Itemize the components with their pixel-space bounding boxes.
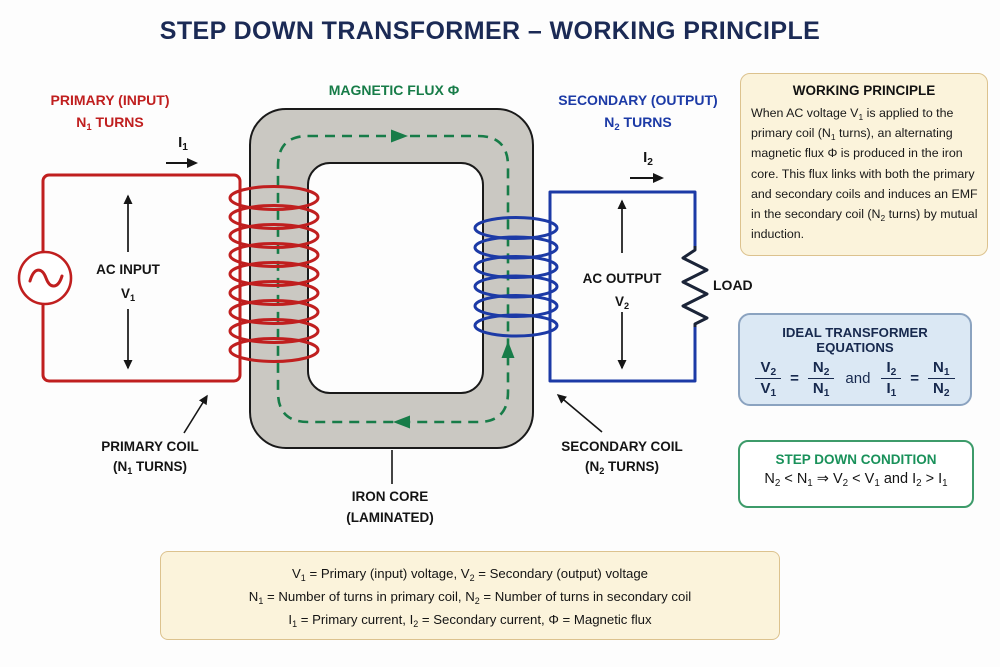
iron-core-label: IRON CORE bbox=[351, 489, 429, 504]
fraction-i2-i1: I2 I1 bbox=[881, 359, 902, 399]
equations-title: IDEAL TRANSFORMER EQUATIONS bbox=[782, 325, 928, 355]
step-down-condition-text: N2 < N1 ⇒ V2 < V1 and I2 > I1 bbox=[764, 471, 948, 489]
equations-row: V2 V1 = N2 N1 and I2 I1 = N1 N2 bbox=[740, 359, 970, 399]
secondary-coil-winding bbox=[473, 216, 559, 338]
flux-arrow-left-icon bbox=[393, 415, 410, 429]
legend-line-turns: N1 = Number of turns in primary coil, N2… bbox=[248, 589, 692, 606]
i1-label: I1 bbox=[178, 134, 188, 154]
primary-coil-label: PRIMARY COIL bbox=[101, 439, 199, 454]
and-word: and bbox=[845, 370, 871, 388]
legend-line-currents: I1 = Primary current, I2 = Secondary cur… bbox=[288, 612, 652, 629]
primary-turns-label: N1 TURNS bbox=[76, 114, 144, 133]
fraction-v2-v1: V2 V1 bbox=[755, 359, 782, 399]
ac-input-label: AC INPUT bbox=[96, 262, 160, 277]
step-down-condition-panel: STEP DOWN CONDITION N2 < N1 ⇒ V2 < V1 an… bbox=[738, 440, 974, 508]
sine-wave-icon bbox=[28, 268, 64, 288]
primary-coil-winding bbox=[228, 185, 320, 363]
flux-arrow-right-icon bbox=[391, 129, 408, 143]
secondary-coil-turns-label: (N2 TURNS) bbox=[584, 459, 660, 476]
secondary-circuit bbox=[548, 190, 709, 383]
legend-panel: V1 = Primary (input) voltage, V2 = Secon… bbox=[160, 551, 780, 640]
secondary-coil-label: SECONDARY COIL bbox=[561, 439, 683, 454]
step-down-condition-title: STEP DOWN CONDITION bbox=[775, 452, 937, 467]
working-principle-panel: WORKING PRINCIPLE When AC voltage V1 is … bbox=[740, 73, 988, 256]
magnetic-flux-loop bbox=[276, 129, 515, 429]
secondary-coil-pointer-icon bbox=[556, 394, 603, 433]
v1-label: V1 bbox=[120, 286, 136, 303]
equations-panel: IDEAL TRANSFORMER EQUATIONS V2 V1 = N2 N… bbox=[738, 313, 972, 406]
page-title: STEP DOWN TRANSFORMER – WORKING PRINCIPL… bbox=[159, 17, 821, 45]
secondary-output-label: SECONDARY (OUTPUT) bbox=[558, 92, 718, 108]
magnetic-flux-label: MAGNETIC FLUX Φ bbox=[328, 82, 460, 98]
fraction-n2-n1: N2 N1 bbox=[807, 359, 835, 399]
primary-circuit bbox=[17, 173, 242, 383]
iron-core-laminated-label: (LAMINATED) bbox=[346, 510, 434, 525]
working-principle-title: WORKING PRINCIPLE bbox=[792, 83, 936, 98]
primary-input-label: PRIMARY (INPUT) bbox=[50, 92, 170, 108]
secondary-turns-label: N2 TURNS bbox=[604, 114, 672, 133]
equals-sign-2: = bbox=[910, 370, 920, 388]
load-label: LOAD bbox=[713, 277, 753, 293]
load-resistor-icon bbox=[681, 246, 709, 327]
primary-coil-pointer-icon bbox=[183, 394, 208, 434]
primary-coil-turns-label: (N1 TURNS) bbox=[112, 459, 188, 476]
v2-label: V2 bbox=[614, 294, 630, 311]
ac-output-label: AC OUTPUT bbox=[582, 271, 662, 286]
legend-line-voltages: V1 = Primary (input) voltage, V2 = Secon… bbox=[292, 566, 648, 583]
equals-sign: = bbox=[790, 370, 799, 388]
fraction-n1-n2: N1 N2 bbox=[928, 359, 955, 399]
flux-arrow-up-icon bbox=[501, 341, 515, 358]
iron-core bbox=[249, 108, 534, 449]
i2-label: I2 bbox=[643, 149, 653, 169]
working-principle-body: When AC voltage V1 is applied to the pri… bbox=[751, 106, 978, 242]
